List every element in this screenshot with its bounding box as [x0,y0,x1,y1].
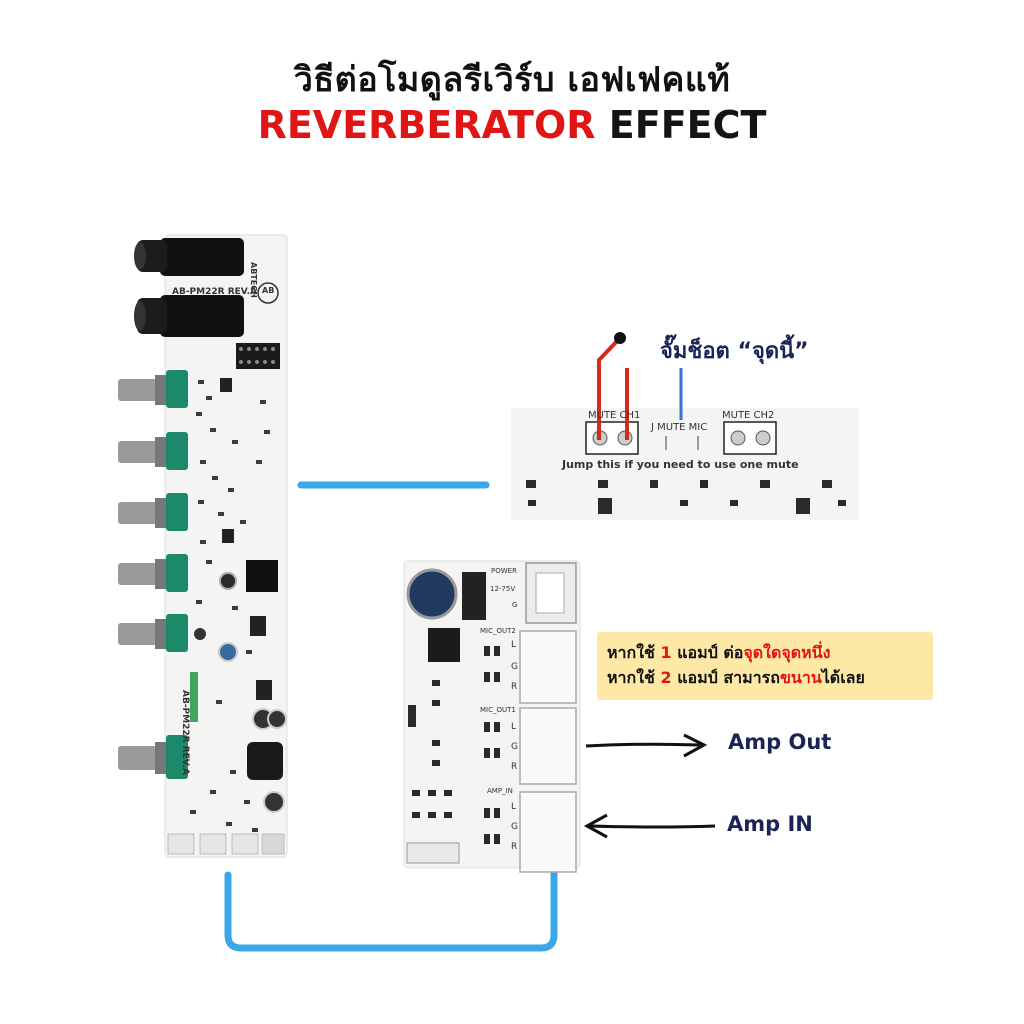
mute-ch2-label: MUTE CH2 [722,410,775,421]
electrolytic-capacitor [406,568,458,620]
arrow-amp-out [585,733,708,758]
mic-out1-label: MIC_OUT1 [480,706,516,714]
note-line2-suffix: ได้เลย [821,668,865,687]
audio-jack-1 [134,238,244,276]
mic-out2-pin-r: R [511,682,518,692]
output-smd [408,646,500,844]
note-line1-middle: แอมป์ ต่อ [677,643,744,662]
mic-out2-label: MIC_OUT2 [480,627,516,635]
board-label-mid: AB-PM22R REV.A [180,690,190,775]
main-board [118,234,288,858]
note-line2-number: 2 [660,668,672,687]
output-bottom-header [406,842,460,864]
potentiometer-5 [118,614,188,652]
amp-in-pin-g: G [511,822,518,832]
potentiometer-3 [118,493,188,531]
amp-in-label: Amp IN [727,812,813,836]
logo-text: ABTECH [249,262,258,298]
connector-bottom-2 [199,833,227,855]
mic-out1-connector [519,707,577,785]
ic-chip-1 [246,560,278,592]
ic-chip-2 [250,616,266,636]
ic-chip-5 [222,529,234,543]
title-english: REVERBERATOR EFFECT [0,103,1024,147]
detail-board [511,332,859,520]
abtech-logo [257,282,279,304]
mic-out2-connector [519,630,577,704]
capacitor-4 [267,709,287,729]
capacitor-6 [194,628,206,640]
arrow-amp-in [583,813,716,839]
output-board [403,560,581,873]
mic-out1-pin-r: R [511,762,518,772]
amp-in-pin-r: R [511,842,518,852]
regulator-chip [462,572,486,620]
logo-mark: AB [262,286,275,295]
pin-strip-green [190,672,198,722]
connector-bottom-1 [167,833,195,855]
note-line-2: หากใช้ 2 แอมป์ สามารถขนานได้เลย [607,665,927,690]
note-line2-prefix: หากใช้ [607,668,655,687]
connector-bottom-4 [261,833,285,855]
note-line-1: หากใช้ 1 แอมป์ ต่อจุดใดจุดหนึ่ง [607,640,927,665]
capacitor-2 [218,642,238,662]
mute-ch1-label: MUTE CH1 [588,410,641,421]
mic-out1-pin-g: G [511,742,518,752]
jump-short-label: จั๊มช็อต “จุดนี้” [660,339,809,364]
amp-in-silk-label: AMP_IN [487,787,513,795]
detail-smd [526,480,846,514]
potentiometer-2 [118,432,188,470]
note-line2-highlight: ขนาน [779,668,822,687]
capacitor-1 [219,572,237,590]
usage-note: หากใช้ 1 แอมป์ ต่อจุดใดจุดหนึ่ง หากใช้ 2… [597,632,933,700]
power-label: POWER [491,567,517,575]
note-line1-prefix: หากใช้ [607,643,655,662]
amp-in-pin-l: L [511,802,517,812]
potentiometer-4 [118,554,188,592]
ic-chip-4 [220,378,232,392]
cable-bottom [224,866,558,952]
power-g-label: G [512,601,518,609]
mic-out1-pin-l: L [511,722,517,732]
amp-in-connector [519,791,577,873]
jumper-wire-tip [614,332,626,344]
j-mute-mic-label: J MUTE MIC [651,422,708,433]
potentiometer-6 [118,735,188,779]
note-line2-middle: แอมป์ สามารถ [677,668,780,687]
smd-parts [190,380,270,832]
title-thai: วิธีต่อโมดูลรีเวิร์บ เอฟเฟคแท้ [293,60,731,100]
ic-chip-3 [256,680,272,700]
mic-out2-pin-l: L [511,640,517,650]
jumper-wire-red [597,336,629,440]
voltage-label: 12-75V [490,585,516,593]
note-line1-number: 1 [660,643,672,662]
audio-jack-2 [134,295,244,337]
note-line1-highlight: จุดใดจุดหนึ่ง [743,643,831,662]
mic-out2-pin-g: G [511,662,518,672]
pin-header [236,343,280,369]
mosfet-chip [428,628,460,662]
board-label-top: AB-PM22R REV.A [172,287,257,297]
title-effect: EFFECT [608,103,767,147]
title-reverberator: REVERBERATOR [257,103,596,147]
jump-hint-text: Jump this if you need to use one mute [562,458,799,471]
inductor [247,742,283,780]
amp-out-label: Amp Out [728,730,832,754]
connector-bottom-3 [231,833,259,855]
potentiometer-1 [118,370,188,408]
capacitor-5 [263,791,285,813]
